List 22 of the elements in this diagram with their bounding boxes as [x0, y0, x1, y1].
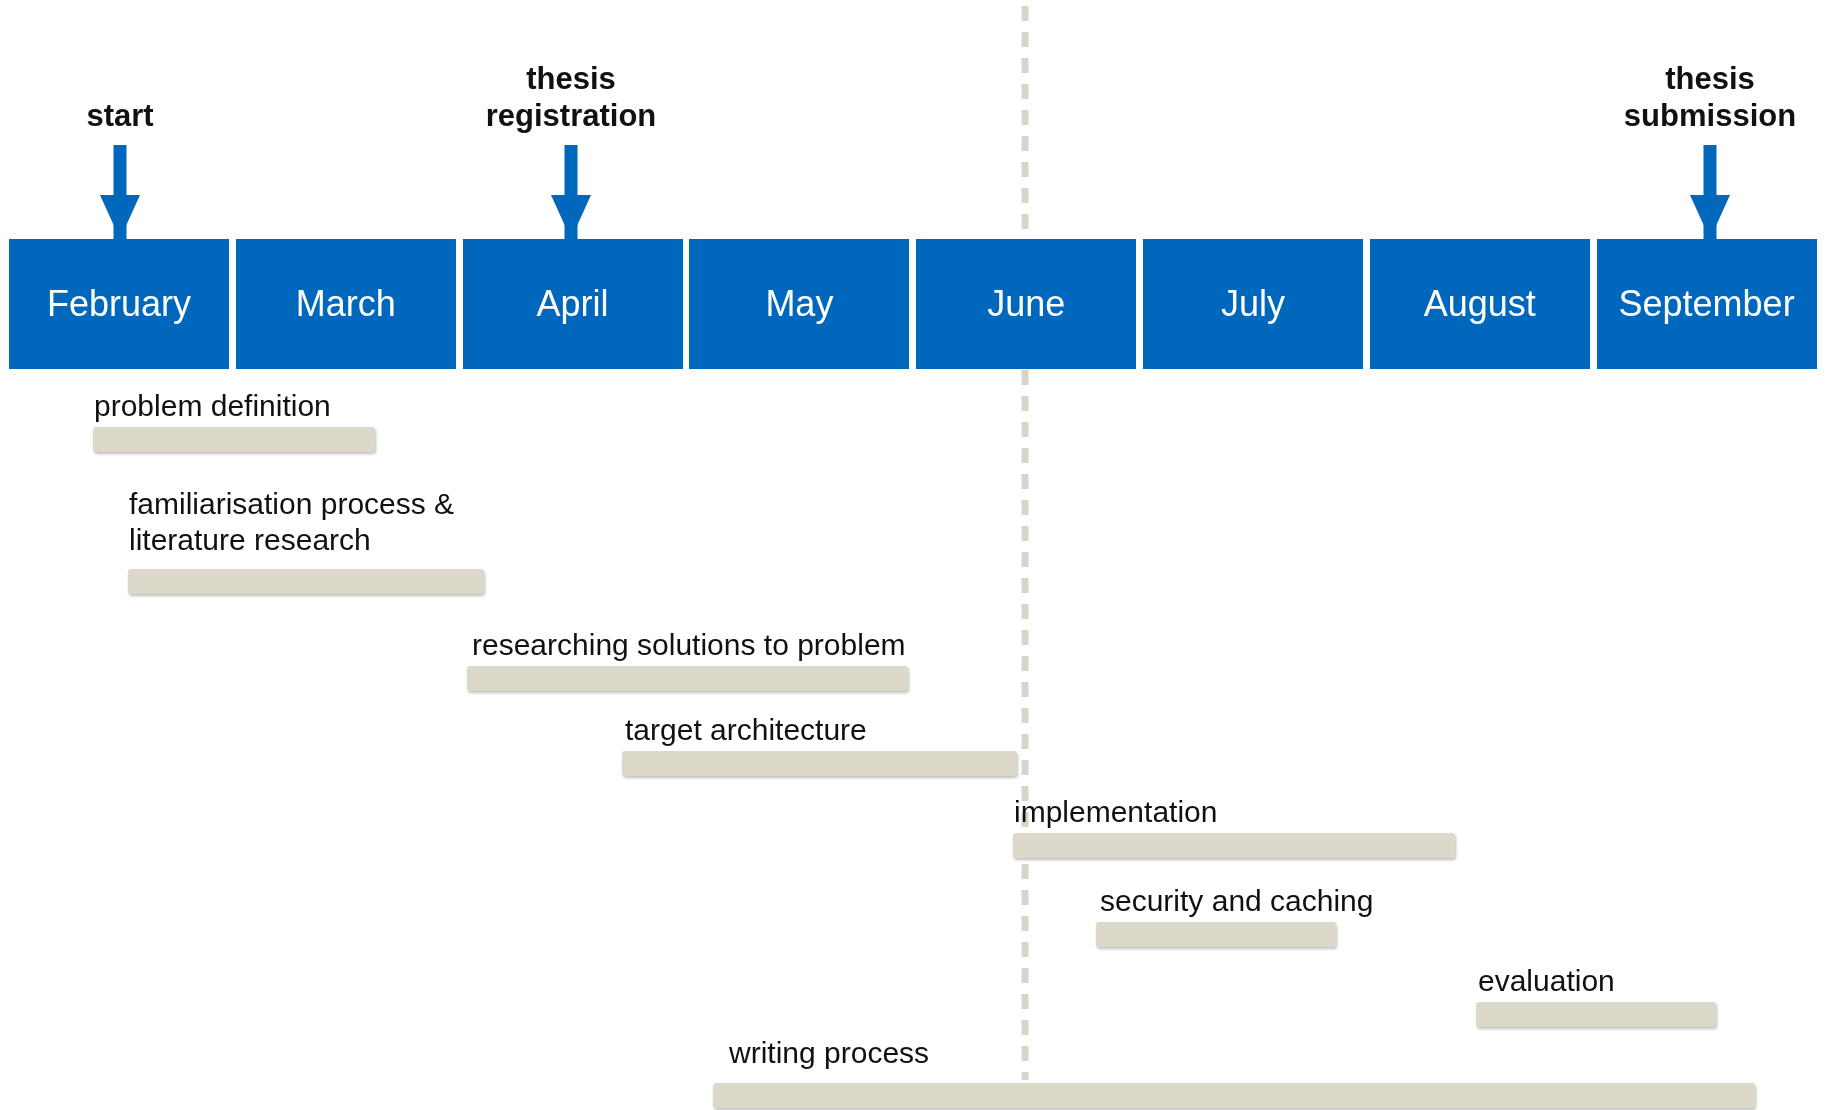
milestone-label: thesis registration [451, 60, 691, 134]
month-box: July [1143, 239, 1363, 369]
task-label: security and caching [1100, 883, 1374, 919]
task-label: researching solutions to problem [472, 627, 906, 663]
task-label: writing process [729, 1035, 930, 1071]
month-box: May [689, 239, 910, 369]
task-label: problem definition [94, 388, 331, 424]
month-box: March [235, 239, 456, 369]
month-box: June [916, 239, 1137, 369]
milestone-label: start [50, 97, 190, 134]
arrow [100, 145, 140, 239]
month-box: April [462, 239, 683, 369]
arrow [1690, 145, 1730, 239]
task-label: implementation [1014, 794, 1218, 830]
month-box: August [1369, 239, 1590, 369]
month-box: September [1596, 239, 1817, 369]
task-label: evaluation [1478, 963, 1615, 999]
task-label: familiarisation process & literature research [129, 486, 456, 558]
month-box: February [9, 239, 229, 369]
task-label: target architecture [625, 712, 867, 748]
arrow [551, 145, 591, 239]
milestone-label: thesis submission [1595, 60, 1825, 134]
